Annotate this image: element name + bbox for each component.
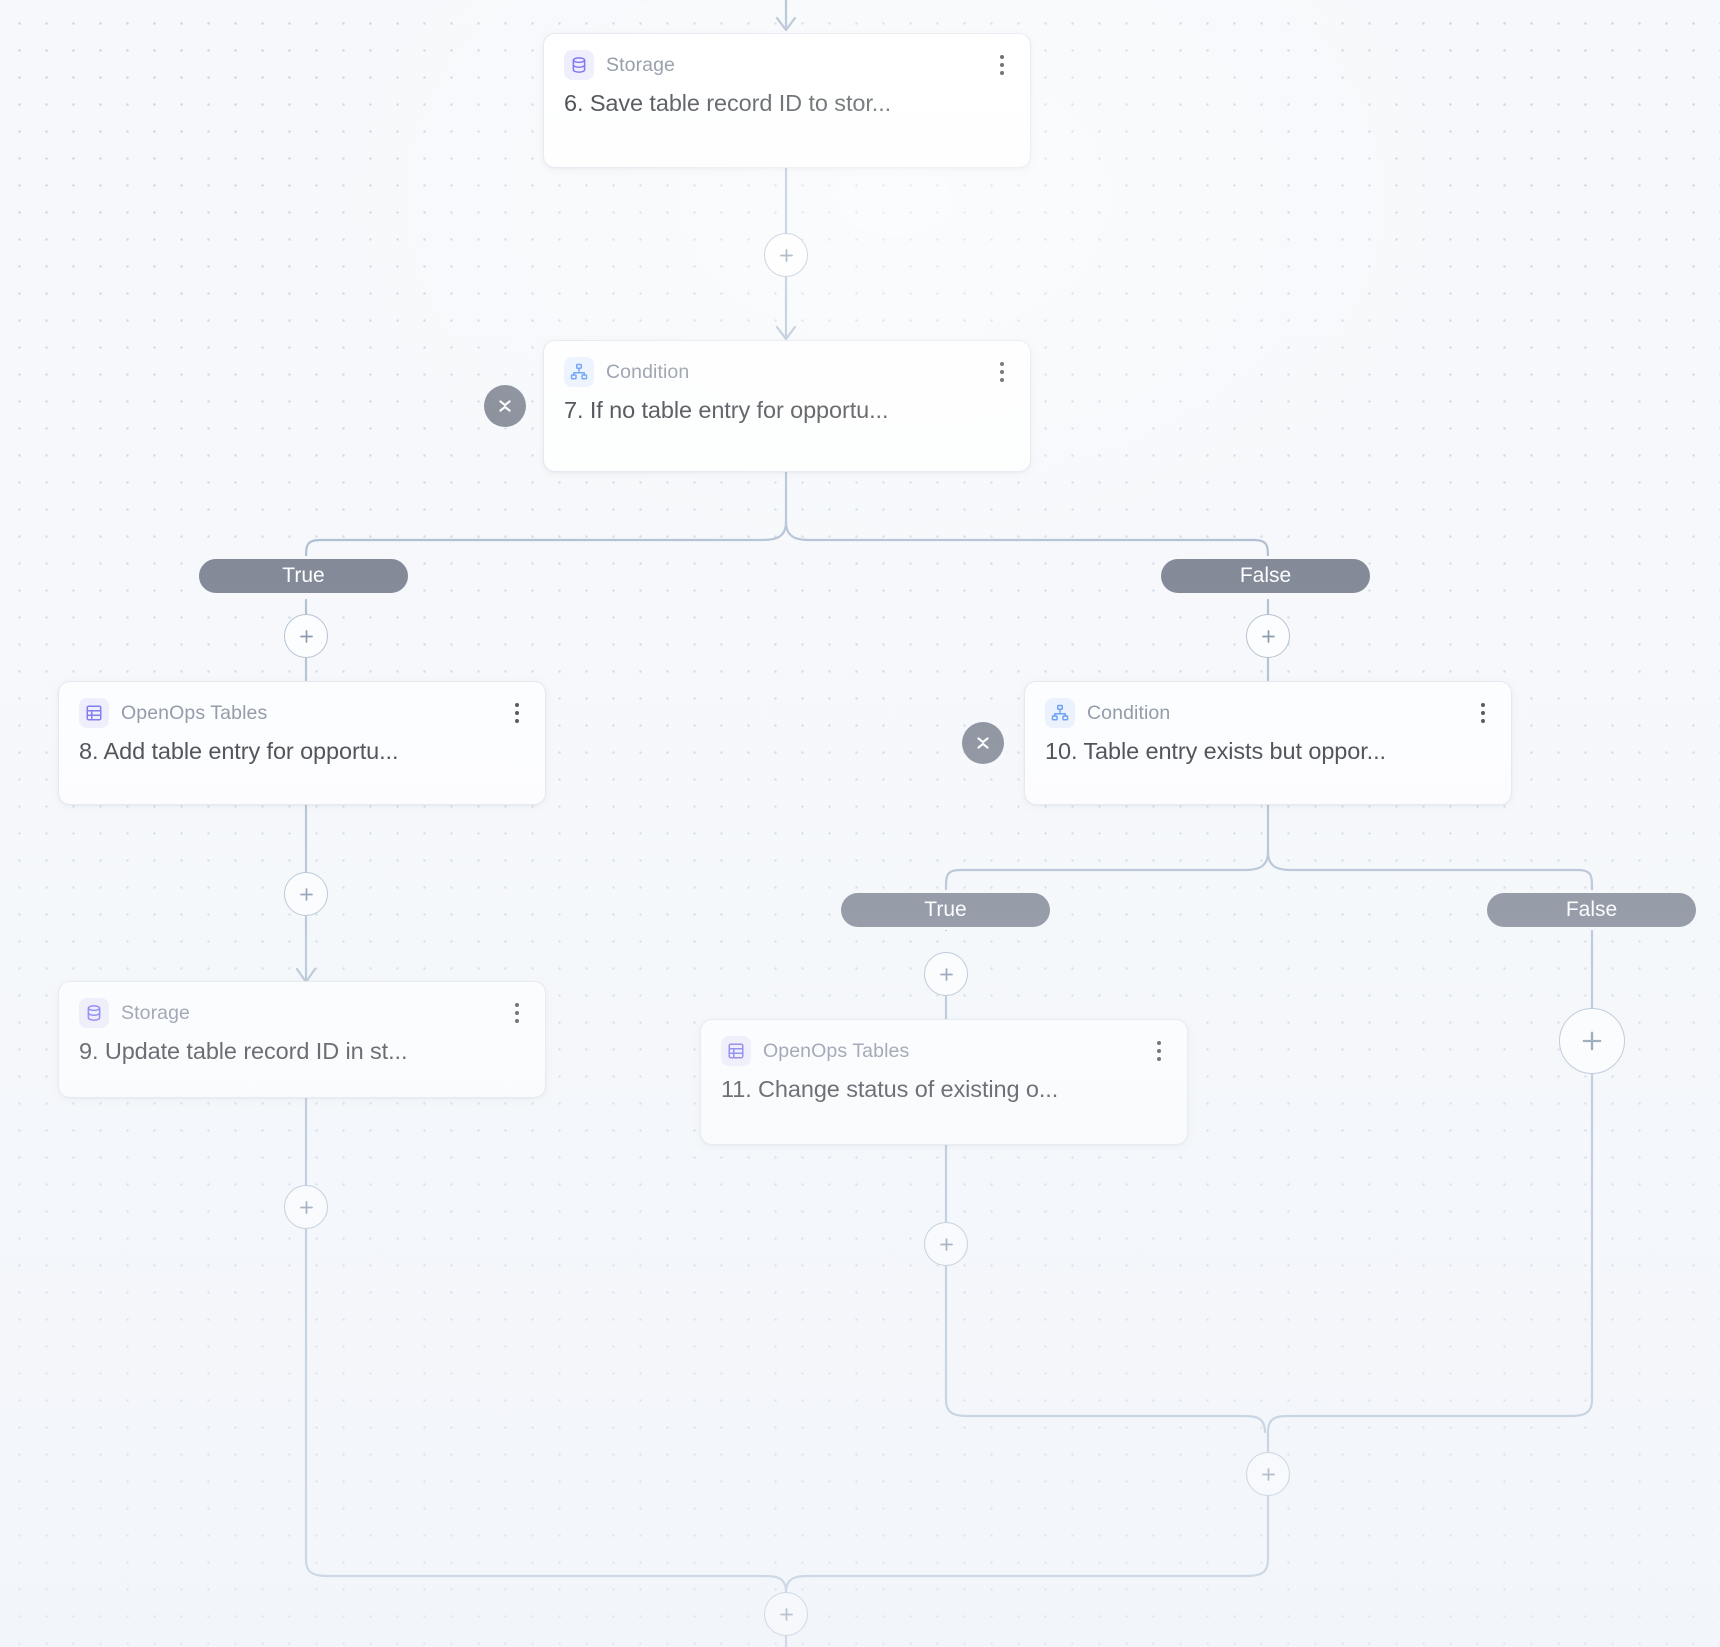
node-step-6-more-options-icon[interactable] bbox=[992, 54, 1012, 76]
add-step-button-condition-10-false[interactable] bbox=[1559, 1008, 1625, 1074]
edge-left-to-final-merge bbox=[304, 1227, 788, 1594]
add-step-button-condition-7-merge[interactable] bbox=[764, 1592, 808, 1636]
edge-step7-to-false bbox=[784, 520, 1270, 562]
node-step-8-more-options-icon[interactable] bbox=[507, 702, 527, 724]
edge-step7-to-true bbox=[304, 520, 788, 562]
node-step-8-header: OpenOps Tables bbox=[79, 698, 525, 728]
table-grid-icon bbox=[721, 1036, 751, 1066]
node-step-11[interactable]: OpenOps Tables 11. Change status of exis… bbox=[700, 1019, 1188, 1145]
node-step-6-title: 6. Save table record ID to stor... bbox=[564, 90, 892, 116]
node-step-10-title: 10. Table entry exists but oppor... bbox=[1045, 738, 1386, 764]
node-step-10[interactable]: Condition 10. Table entry exists but opp… bbox=[1024, 681, 1512, 805]
node-step-10-header: Condition bbox=[1045, 698, 1491, 728]
collapse-toggle-condition-10[interactable] bbox=[962, 722, 1004, 764]
sitemap-icon bbox=[1045, 698, 1075, 728]
add-step-button-condition-7-false[interactable] bbox=[1246, 614, 1290, 658]
node-step-8-title: 8. Add table entry for opportu... bbox=[79, 738, 399, 764]
node-step-10-more-options-icon[interactable] bbox=[1473, 702, 1493, 724]
branch-pill-condition-7-true-label: True bbox=[282, 564, 325, 587]
branch-pill-condition-10-false[interactable]: False bbox=[1484, 890, 1699, 930]
branch-pill-condition-7-false[interactable]: False bbox=[1158, 556, 1373, 596]
collapse-toggle-condition-7[interactable] bbox=[484, 385, 526, 427]
node-step-7-header: Condition bbox=[564, 357, 1010, 387]
node-step-9-header: Storage bbox=[79, 998, 525, 1028]
node-step-9-title: 9. Update table record ID in st... bbox=[79, 1038, 408, 1064]
edge-inner-false-down bbox=[1266, 1072, 1594, 1434]
node-step-11-title: 11. Change status of existing o... bbox=[721, 1076, 1059, 1102]
add-step-button-condition-10-merge[interactable] bbox=[1246, 1452, 1290, 1496]
branch-pill-condition-7-true[interactable]: True bbox=[196, 556, 411, 596]
add-step-button-condition-10-true[interactable] bbox=[924, 952, 968, 996]
table-grid-icon bbox=[79, 698, 109, 728]
add-step-button-after-8[interactable] bbox=[284, 872, 328, 916]
node-step-11-header: OpenOps Tables bbox=[721, 1036, 1167, 1066]
node-step-7-title: 7. If no table entry for opportu... bbox=[564, 397, 889, 423]
branch-pill-condition-10-true-label: True bbox=[924, 898, 967, 921]
database-icon bbox=[564, 50, 594, 80]
node-step-10-kind: Condition bbox=[1087, 701, 1171, 724]
node-step-9-kind: Storage bbox=[121, 1001, 190, 1024]
branch-pill-condition-7-false-label: False bbox=[1239, 564, 1292, 587]
node-step-6-header: Storage bbox=[564, 50, 1010, 80]
add-step-button-condition-7-true[interactable] bbox=[284, 614, 328, 658]
node-step-11-kind: OpenOps Tables bbox=[763, 1039, 910, 1062]
edge-inner-merge-to-final bbox=[784, 1494, 1270, 1594]
node-step-7[interactable]: Condition 7. If no table entry for oppor… bbox=[543, 340, 1031, 472]
edge-step10-to-true bbox=[944, 850, 1270, 892]
add-step-button-after-6[interactable] bbox=[764, 233, 808, 277]
add-step-button-after-9[interactable] bbox=[284, 1185, 328, 1229]
branch-pill-condition-10-true[interactable]: True bbox=[838, 890, 1053, 930]
node-step-7-more-options-icon[interactable] bbox=[992, 361, 1012, 383]
node-step-8[interactable]: OpenOps Tables 8. Add table entry for op… bbox=[58, 681, 546, 805]
edge-step11-to-inner-merge bbox=[944, 1264, 1267, 1434]
add-step-button-after-11[interactable] bbox=[924, 1222, 968, 1266]
node-step-6[interactable]: Storage 6. Save table record ID to stor.… bbox=[543, 33, 1031, 168]
node-step-11-more-options-icon[interactable] bbox=[1149, 1040, 1169, 1062]
node-step-8-kind: OpenOps Tables bbox=[121, 701, 268, 724]
node-step-9-more-options-icon[interactable] bbox=[507, 1002, 527, 1024]
edge-step10-to-false bbox=[1266, 850, 1594, 892]
node-step-7-kind: Condition bbox=[606, 360, 690, 383]
sitemap-icon bbox=[564, 357, 594, 387]
node-step-9[interactable]: Storage 9. Update table record ID in st.… bbox=[58, 981, 546, 1098]
database-icon bbox=[79, 998, 109, 1028]
node-step-6-kind: Storage bbox=[606, 53, 675, 76]
branch-pill-condition-10-false-label: False bbox=[1565, 898, 1618, 921]
